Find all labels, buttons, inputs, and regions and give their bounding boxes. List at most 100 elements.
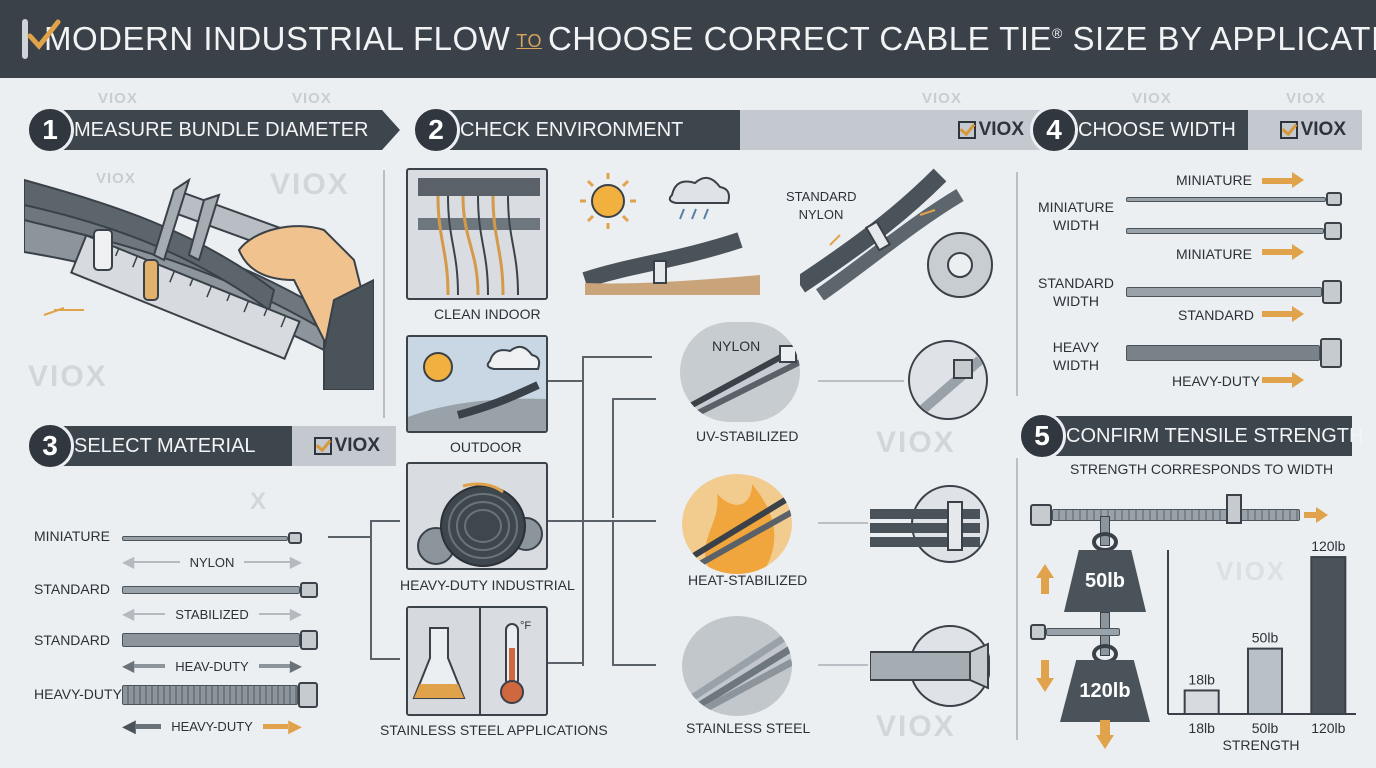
nylon-tie-circle — [680, 322, 800, 422]
watermark: VIOX — [270, 168, 350, 201]
step-3-header: 3 SELECT MATERIAL VIOX — [26, 422, 396, 470]
step-1-header: 1 MEASURE BUNDLE DIAMETER — [26, 106, 400, 154]
tie-heavy — [1126, 338, 1342, 368]
size-label: STANDARD — [34, 632, 110, 648]
watermark: VIOX — [98, 90, 138, 107]
arrow-shaft — [1304, 512, 1318, 518]
watermark: VIOX — [28, 360, 108, 393]
watermark: VIOX — [1132, 90, 1172, 107]
clean-indoor-panel — [406, 168, 548, 300]
chart-data-label: 18lb — [1188, 671, 1215, 687]
arrow-shaft — [1100, 720, 1110, 736]
connector-line — [818, 664, 868, 666]
heavy-duty-industrial-label: HEAVY-DUTY INDUSTRIAL — [400, 577, 575, 593]
watermark-fragment: X — [250, 488, 269, 515]
flow-line — [548, 380, 584, 382]
width-right-label: MINIATURE — [1176, 246, 1252, 262]
step-label: MEASURE BUNDLE DIAMETER — [52, 110, 382, 150]
arrow-down-icon — [1096, 735, 1114, 749]
chart-x-title: STRENGTH — [1222, 737, 1300, 753]
weight-120lb: 120lb — [1060, 660, 1150, 722]
flow-line — [548, 662, 584, 664]
tie-horizontal — [1030, 624, 1120, 640]
viox-logo: VIOX — [1279, 119, 1346, 141]
heavy-duty-industrial-panel — [406, 462, 548, 570]
width-left-label: MINIATURE WIDTH — [1038, 199, 1114, 233]
divider — [383, 170, 385, 418]
width-right-label: HEAVY-DUTY — [1172, 373, 1260, 389]
clean-indoor-label: CLEAN INDOOR — [434, 306, 541, 322]
stainless-applications-label: STAINLESS STEEL APPLICATIONS — [380, 722, 608, 738]
tie-miniature — [1126, 222, 1342, 240]
step-2-header: 2 CHECK ENVIRONMENT VIOX — [412, 106, 1058, 154]
chart-bar — [1183, 689, 1220, 715]
chart-bar — [1247, 647, 1283, 715]
nylon-label: NYLON — [712, 338, 761, 354]
divider — [1016, 458, 1018, 740]
watermark: VIOX — [292, 90, 332, 107]
divider — [1016, 172, 1018, 396]
connector-line — [818, 380, 904, 382]
step-number: 2 — [412, 106, 460, 154]
width-right-label: MINIATURE — [1176, 172, 1252, 188]
step-4-header: 4 CHOOSE WIDTH VIOX — [1030, 106, 1362, 154]
flow-line — [582, 356, 652, 358]
flow-line — [612, 664, 656, 666]
step-number: 3 — [26, 422, 74, 470]
width-right-label: STANDARD — [1178, 307, 1254, 323]
arrow-shaft — [1041, 578, 1049, 594]
step-number: 5 — [1018, 412, 1066, 460]
step-label: SELECT MATERIAL — [52, 426, 292, 466]
nylon-bundle-gear-illustration — [795, 165, 995, 301]
step-extension: VIOX — [1248, 110, 1362, 150]
watermark: VIOX — [922, 90, 962, 107]
tensile-subtitle: STRENGTH CORRESPONDS TO WIDTH — [1070, 461, 1334, 477]
flow-line — [548, 520, 584, 522]
chart-data-label: 50lb — [1252, 630, 1279, 646]
watermark: VIOX — [1216, 556, 1287, 586]
flow-line — [370, 520, 372, 660]
flow-line — [370, 658, 400, 660]
heat-detail-illustration — [870, 484, 990, 564]
chart-x-tick-label: 50lb — [1251, 720, 1279, 736]
step-number: 4 — [1030, 106, 1078, 154]
outdoor-label: OUTDOOR — [450, 439, 522, 455]
step-label: CHECK ENVIRONMENT — [438, 110, 740, 150]
weather-exposure-illustration — [580, 165, 760, 300]
step-number: 1 — [26, 106, 74, 154]
chart-x-tick-label: 120lb — [1311, 720, 1346, 736]
standard-nylon-label: STANDARD NYLON — [786, 189, 857, 222]
tie-miniature — [1126, 192, 1342, 206]
step-label: CONFIRM TENSILE STRENGTH — [1044, 416, 1363, 456]
arrow-icon — [382, 110, 400, 150]
flow-line — [612, 398, 614, 518]
tie-head-vertical — [1226, 494, 1242, 524]
flow-line — [612, 520, 614, 666]
watermark: VIOX — [1286, 90, 1326, 107]
heat-tie-circle — [682, 474, 792, 574]
flow-line — [584, 520, 656, 522]
step-extension: VIOX — [292, 426, 396, 466]
caliper-measure-illustration — [23, 160, 376, 391]
connector-line — [818, 522, 868, 524]
viox-logo: VIOX — [313, 435, 380, 457]
size-label: HEAVY-DUTY — [34, 686, 122, 702]
flow-line — [612, 398, 656, 400]
tie-standard — [1126, 280, 1342, 304]
arrow-shaft — [1262, 249, 1294, 255]
nylon-detail-circle — [908, 340, 988, 420]
weight-50lb: 50lb — [1064, 550, 1146, 612]
material-row: ◀HEAVY-DUTY▶ — [122, 716, 303, 736]
weight-ring — [1092, 532, 1118, 552]
size-label: STANDARD — [34, 581, 110, 597]
arrow-right-icon — [1292, 372, 1304, 388]
material-row: ◀NYLON▶ — [122, 554, 303, 571]
watermark: VIOX — [876, 426, 956, 459]
steel-tie-circle — [682, 616, 792, 716]
chart-bar — [1310, 556, 1347, 716]
chart-data-label: 120lb — [1311, 538, 1345, 554]
stainless-steel-label: STAINLESS STEEL — [686, 720, 811, 736]
